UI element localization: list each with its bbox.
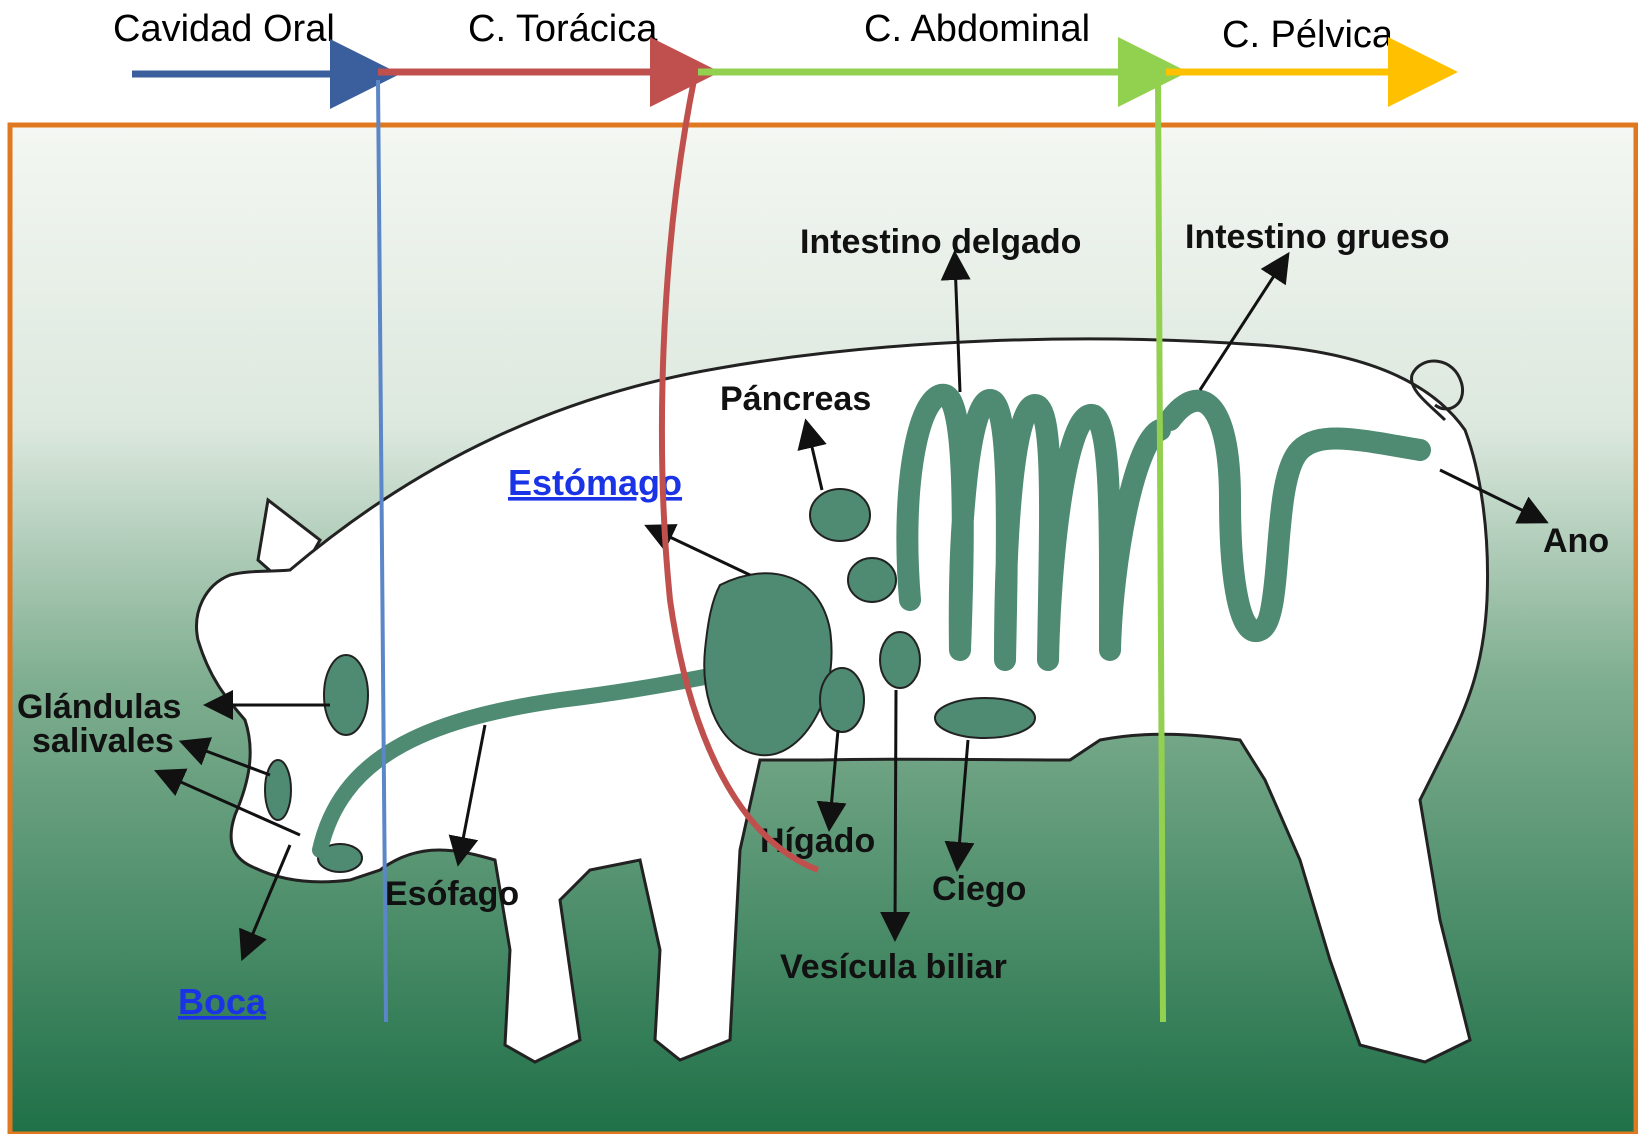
label-glandulas-2: salivales <box>32 722 174 760</box>
label-intestino-delgado: Intestino delgado <box>800 223 1081 261</box>
label-higado: Hígado <box>760 822 875 860</box>
label-pancreas: Páncreas <box>720 380 871 418</box>
label-esofago: Esófago <box>385 875 519 913</box>
label-ano: Ano <box>1543 522 1609 560</box>
label-intestino-grueso: Intestino grueso <box>1185 218 1449 256</box>
link-estomago[interactable]: Estómago <box>508 462 682 503</box>
label-glandulas-1: Glándulas <box>17 688 181 726</box>
label-vesicula-biliar: Vesícula biliar <box>780 948 1007 986</box>
label-ciego: Ciego <box>932 870 1026 908</box>
link-boca[interactable]: Boca <box>178 981 267 1022</box>
